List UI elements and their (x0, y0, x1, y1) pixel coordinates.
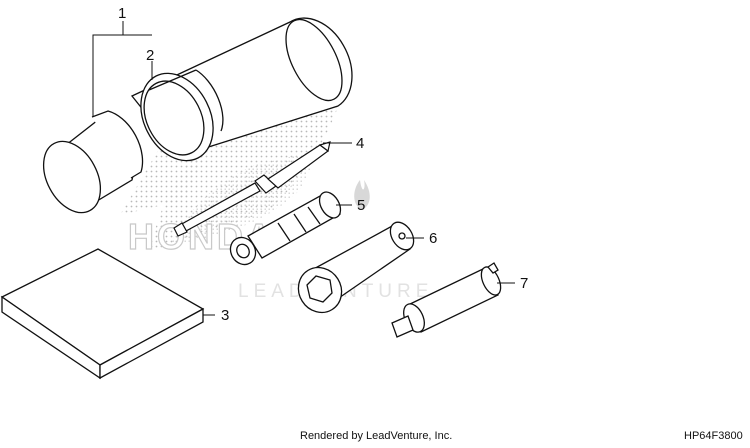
footer-rendered-by: Rendered by LeadVenture, Inc. (300, 430, 453, 442)
callout-5: 5 (357, 197, 365, 214)
callout-7: 7 (520, 275, 528, 292)
part-screwdriver[interactable] (173, 141, 331, 237)
part-box-wrench[interactable] (290, 218, 418, 321)
part-cap[interactable] (32, 110, 144, 222)
part-handle[interactable] (226, 188, 345, 269)
footer-diagram-code: HP64F3800 (684, 430, 743, 442)
part-tube[interactable] (127, 11, 354, 173)
callout-4: 4 (356, 135, 364, 152)
part-extension[interactable] (391, 262, 505, 338)
callout-2: 2 (146, 47, 154, 64)
part-pouch[interactable] (0, 248, 205, 380)
callout-1: 1 (118, 5, 126, 22)
callout-3: 3 (221, 307, 229, 324)
leader-1 (92, 21, 124, 117)
callout-6: 6 (429, 230, 437, 247)
leader-lines (92, 21, 515, 316)
